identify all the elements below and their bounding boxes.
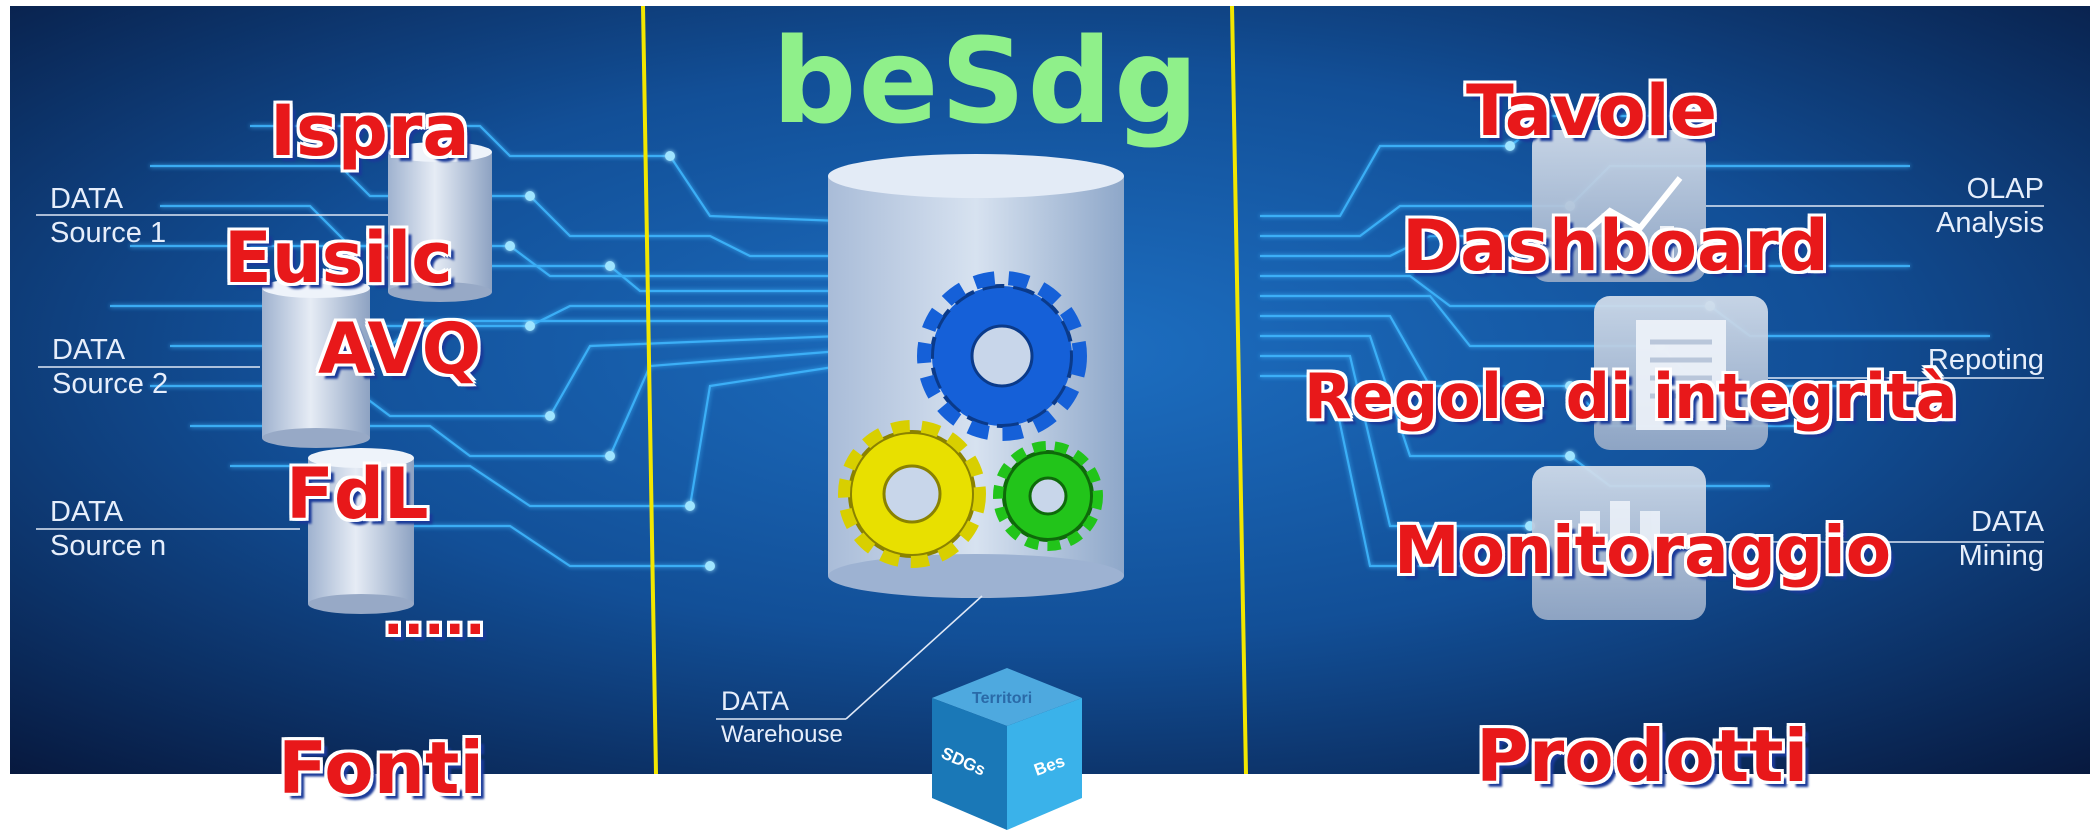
output-reporting-label: Repoting [1884,343,2044,377]
source-2-label-line2: Source 2 [52,368,169,400]
gear-green [993,441,1103,551]
output-olap-label-line1: OLAP [1966,173,2044,205]
source-2-label: DATA Source 2 [52,333,168,401]
source-name-ispra: Ispra [270,90,470,172]
output-reporting-label-line2: Repoting [1927,344,2044,376]
source-n-label: DATA Source n [50,495,166,563]
cube-top-face [932,668,1082,726]
source-name-fdl: FdL [286,453,429,535]
warehouse-label-line2: Warehouse [721,721,843,748]
cube-top-label: Territori [972,690,1033,707]
besdg-cube [932,668,1082,830]
output-name-tavole: Tavole [1466,70,1718,152]
output-tile-reporting [1594,296,1768,450]
output-mining-label-line1: DATA [1970,506,2044,538]
source-name-more: ..... [383,584,486,647]
output-tile-olap [1532,130,1706,282]
besdg-logo: beSdg [772,12,1201,150]
output-mining-label-line2: Mining [1958,540,2044,572]
output-label-rules [1706,205,2044,543]
output-name-monitoraggio: Monitoraggio [1394,512,1892,589]
output-name-dashboard: Dashboard [1402,205,1829,287]
divider-right [1230,6,1248,774]
sources-footer: Fonti [278,726,485,810]
outputs-footer: Prodotti [1476,714,1809,798]
source-n-label-line2: Source n [50,530,167,562]
source-label-rules [36,214,388,530]
source-n-label-line1: DATA [50,496,124,528]
gear-blue [917,271,1087,441]
warehouse-label: DATA Warehouse [721,684,843,752]
cube-right-face [1007,698,1082,830]
output-olap-label-line2: Analysis [1936,207,2044,239]
output-mining-label: DATA Mining [1884,505,2044,573]
source-cylinder-1 [388,142,492,302]
background-illustration [10,6,2090,774]
cube-left-face [932,698,1007,830]
divider-left [641,6,658,774]
source-cylinder-2 [262,278,370,448]
gear-yellow [838,420,986,568]
source-name-eusilc: Eusilc [224,217,453,299]
output-olap-label: OLAP Analysis [1884,172,2044,240]
source-2-label-line1: DATA [52,334,126,366]
output-name-regole: Regole di integrità [1304,360,1958,433]
source-cylinder-n [308,448,414,614]
source-name-avq: AVQ [318,308,482,390]
source-1-label-line2: Source 1 [50,217,167,249]
warehouse-pointer [845,595,983,720]
source-1-label-line1: DATA [50,183,124,215]
output-tile-mining [1532,466,1706,620]
warehouse-label-line1: DATA [721,686,790,716]
source-1-label: DATA Source 1 [50,182,166,250]
